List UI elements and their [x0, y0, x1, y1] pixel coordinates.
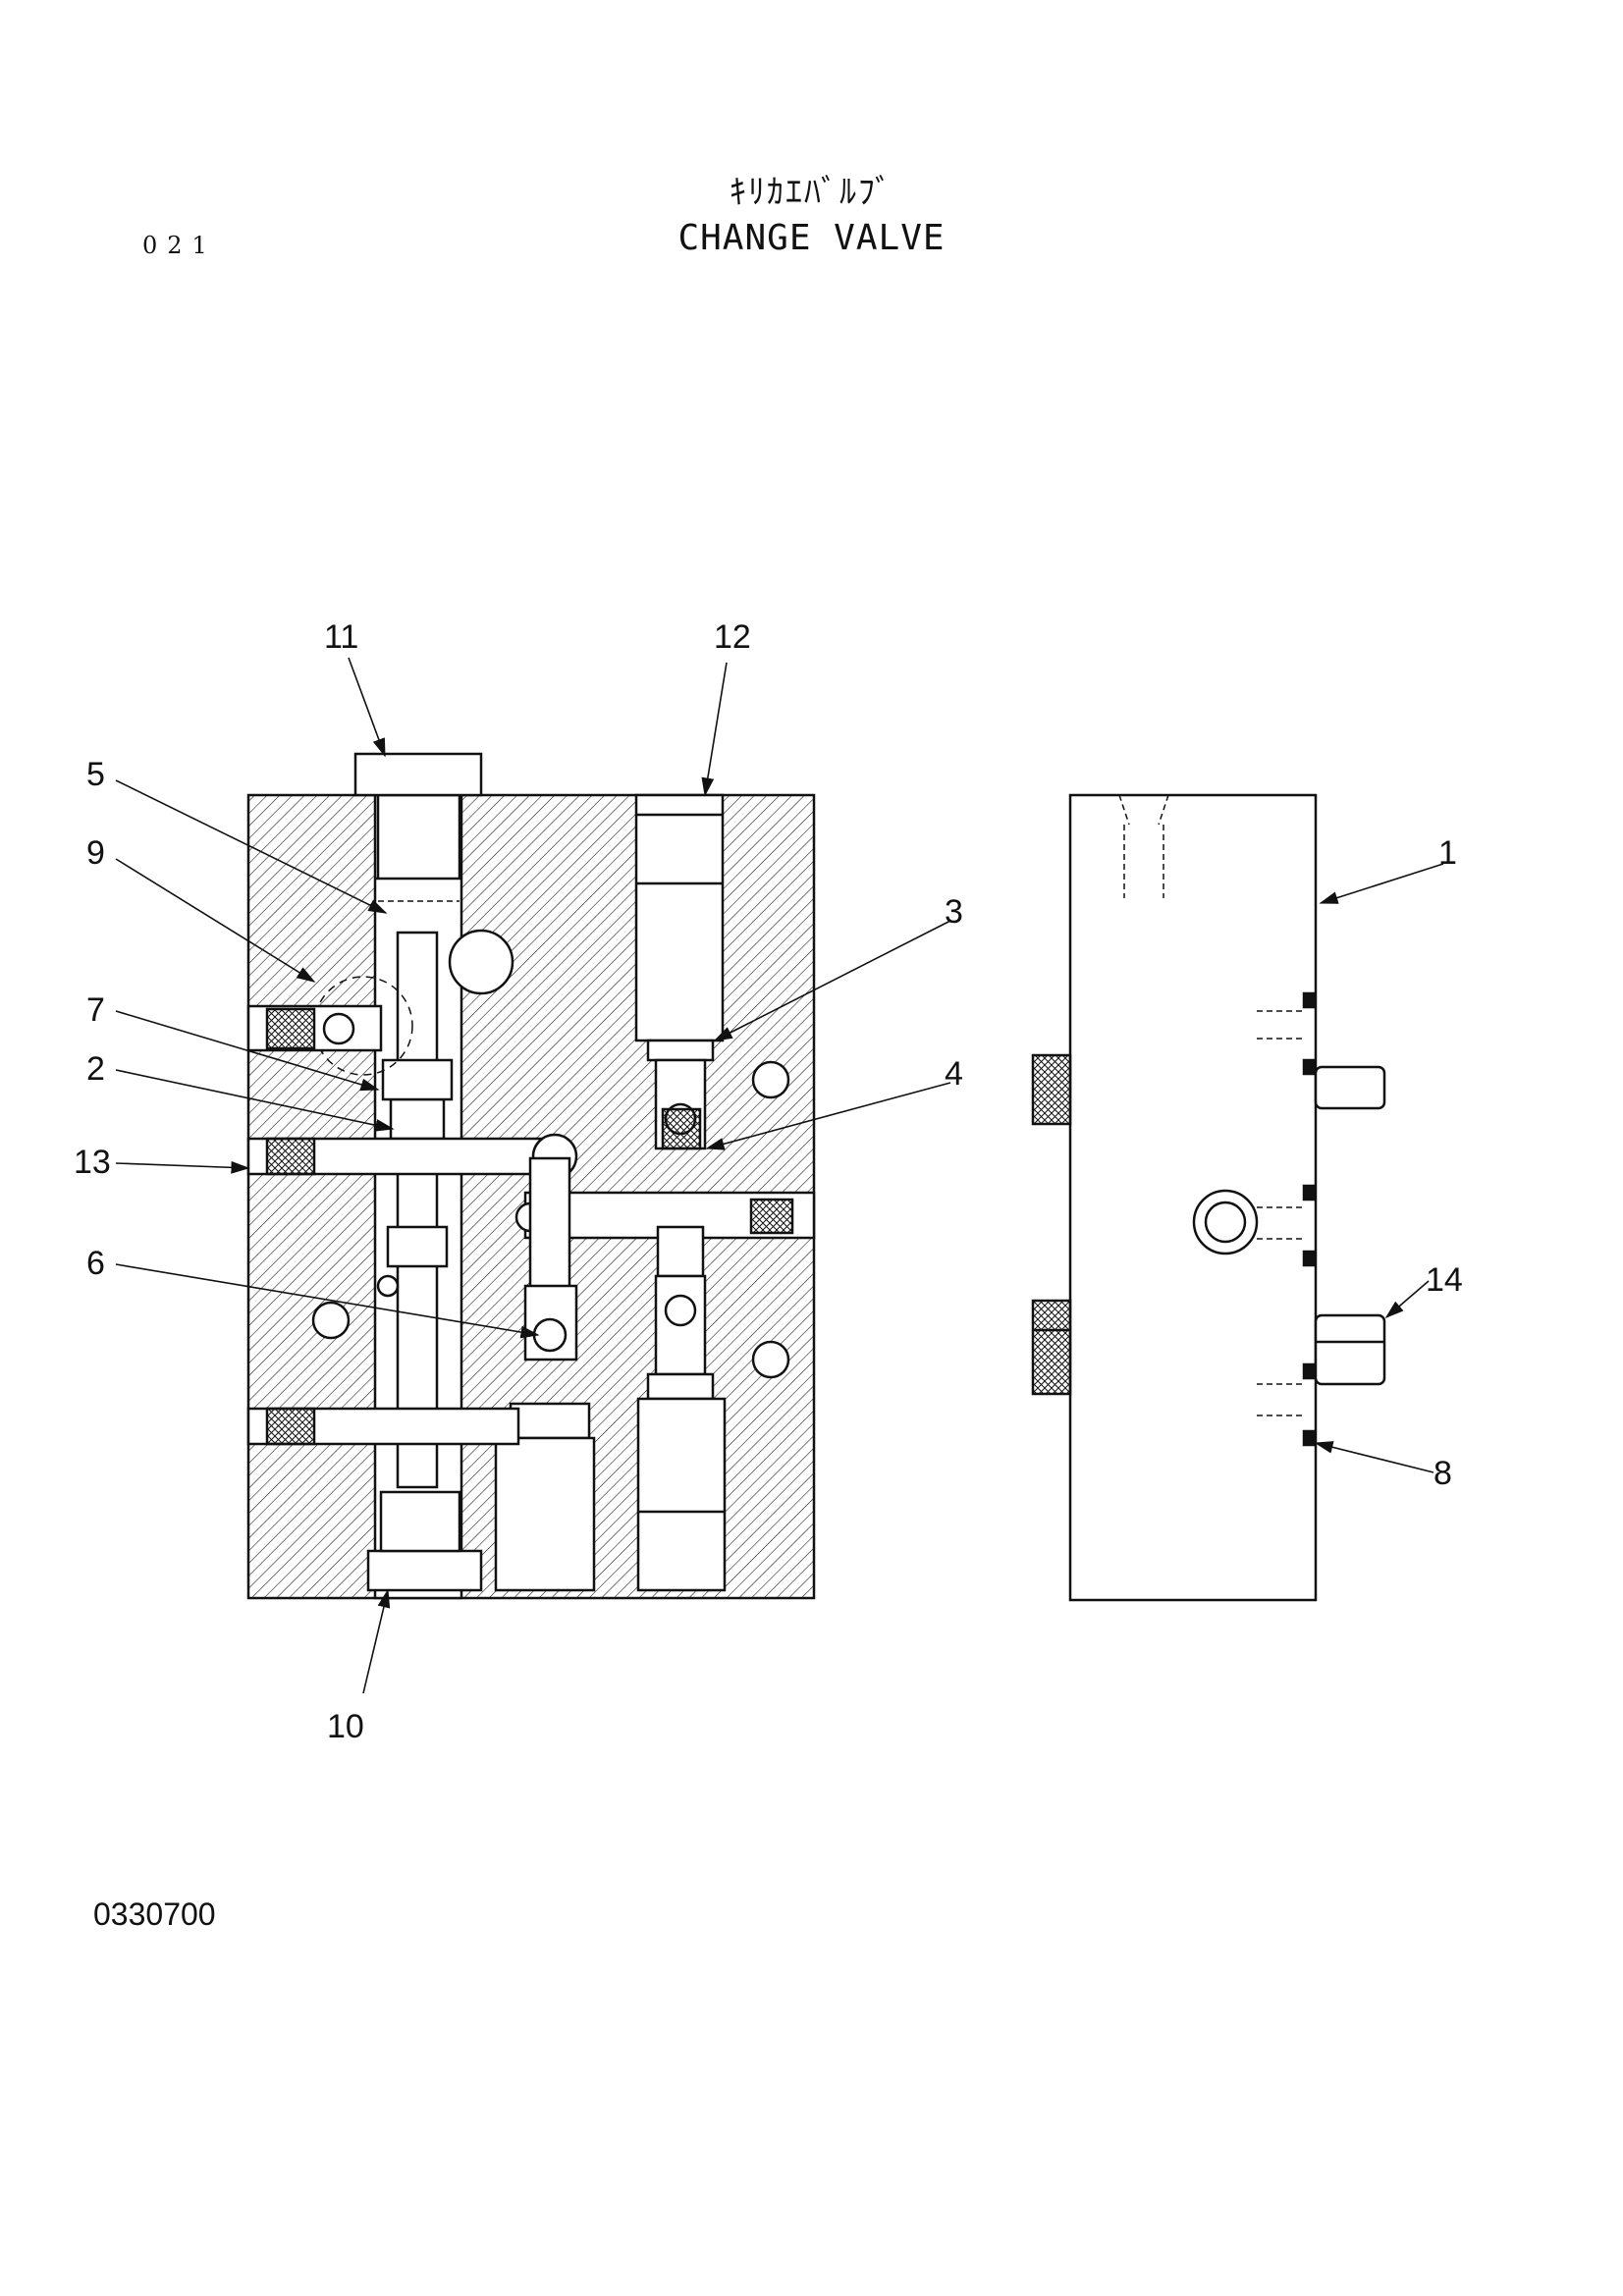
callout-2: 2 — [86, 1050, 105, 1088]
plug-lower-center — [494, 1436, 596, 1592]
callout-4: 4 — [945, 1055, 963, 1093]
callout-10: 10 — [327, 1708, 364, 1745]
callout-7: 7 — [86, 991, 105, 1029]
title-japanese: ｷﾘｶｴﾊﾞﾙﾌﾞ — [730, 173, 893, 212]
callout-12: 12 — [714, 618, 751, 656]
callout-14: 14 — [1426, 1261, 1463, 1299]
plug-lower-right — [636, 1397, 727, 1592]
side-plug-14 — [1314, 1313, 1386, 1386]
callout-9: 9 — [86, 834, 105, 872]
leader-lines — [115, 657, 1444, 1694]
side-plug-upper-right — [1314, 1065, 1386, 1110]
section-view — [246, 752, 816, 1600]
side-view — [1031, 793, 1386, 1602]
plug-10 — [366, 1549, 483, 1592]
port-circle-upper — [448, 929, 514, 995]
callout-5: 5 — [86, 756, 105, 793]
check-ball-6 — [532, 1317, 568, 1353]
plug-11 — [353, 752, 483, 797]
spool-2 — [396, 931, 439, 1489]
callout-13: 13 — [74, 1144, 111, 1181]
callout-6: 6 — [86, 1245, 105, 1282]
callout-1: 1 — [1438, 834, 1457, 872]
drawing-number: 0330700 — [93, 1896, 216, 1932]
callout-labels: 1 2 3 4 5 6 7 8 9 10 11 12 13 14 — [74, 618, 1463, 1745]
callout-3: 3 — [945, 893, 963, 931]
right-bore — [634, 793, 725, 1042]
title-english: CHANGE VALVE — [677, 218, 946, 258]
side-plug-upper-left — [1031, 1053, 1072, 1126]
valve-body-side — [1068, 793, 1318, 1602]
callout-11: 11 — [324, 618, 358, 656]
side-plug-lower-left — [1031, 1299, 1072, 1396]
check-ball-7 — [322, 1012, 355, 1045]
page-code: 021 — [142, 232, 217, 259]
callout-8: 8 — [1434, 1455, 1452, 1492]
